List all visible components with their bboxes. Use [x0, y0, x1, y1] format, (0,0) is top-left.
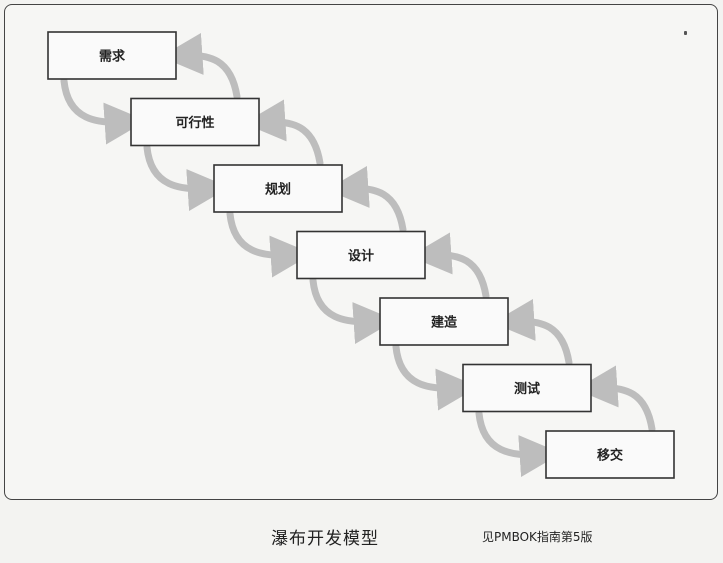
- scan-speck: [684, 31, 687, 35]
- arrow-design-to-planning: [326, 166, 407, 233]
- stage-box-feasibility: 可行性: [130, 97, 260, 147]
- stage-box-planning: 规划: [213, 164, 343, 213]
- stage-label-requirements: 需求: [99, 49, 126, 65]
- arrow-transition-to-test: [575, 365, 656, 433]
- stage-box-build: 建造: [379, 297, 509, 346]
- stage-box-design: 设计: [296, 230, 426, 280]
- stage-rect-requirements: [47, 31, 177, 80]
- stage-rect-transition: [545, 430, 675, 479]
- stage-label-test: 测试: [514, 381, 540, 397]
- stage-rect-design: [296, 230, 426, 280]
- arrow-layer: [60, 33, 656, 477]
- arrow-planning-to-design: [226, 210, 313, 278]
- arrow-planning-to-feasibility: [243, 99, 324, 167]
- stage-label-design: 设计: [348, 248, 374, 264]
- arrow-test-to-build: [492, 299, 573, 366]
- arrow-design-to-build: [309, 277, 396, 344]
- stage-box-requirements: 需求: [47, 31, 177, 80]
- figure-source: 见PMBOK指南第5版: [482, 530, 593, 544]
- stage-box-transition: 移交: [545, 430, 675, 479]
- stage-rect-feasibility: [130, 97, 260, 147]
- stage-label-planning: 规划: [265, 182, 291, 198]
- arrow-build-to-design: [409, 232, 490, 300]
- stage-label-build: 建造: [431, 315, 458, 331]
- stage-label-feasibility: 可行性: [175, 115, 214, 131]
- arrow-test-to-transition: [475, 410, 562, 477]
- arrow-feasibility-to-requirements: [160, 33, 241, 100]
- figure-title: 瀑布开发模型: [271, 529, 379, 549]
- stage-rect-planning: [213, 164, 343, 213]
- stage-rect-build: [379, 297, 509, 346]
- arrow-feasibility-to-planning: [143, 144, 230, 211]
- arrow-build-to-test: [392, 343, 479, 411]
- stage-box-test: 测试: [462, 363, 592, 413]
- arrow-requirements-to-feasibility: [60, 77, 147, 145]
- stage-rect-test: [462, 363, 592, 413]
- stage-label-transition: 移交: [597, 448, 623, 464]
